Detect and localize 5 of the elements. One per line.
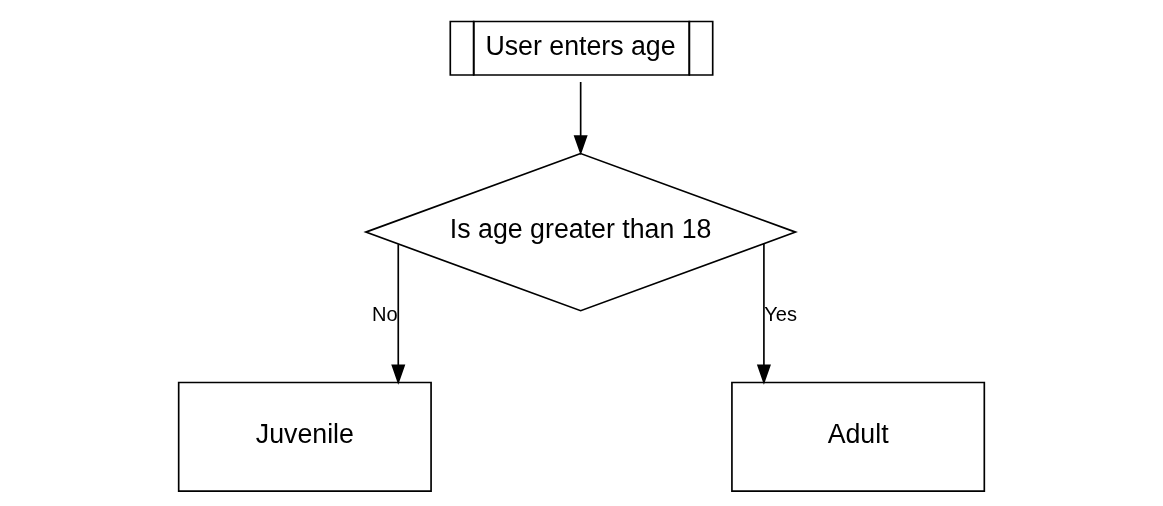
arrow <box>756 242 771 385</box>
arrow <box>573 81 588 156</box>
node-box: Adult <box>731 381 986 492</box>
node-box: Juvenile <box>177 381 432 492</box>
arrow <box>391 243 406 385</box>
